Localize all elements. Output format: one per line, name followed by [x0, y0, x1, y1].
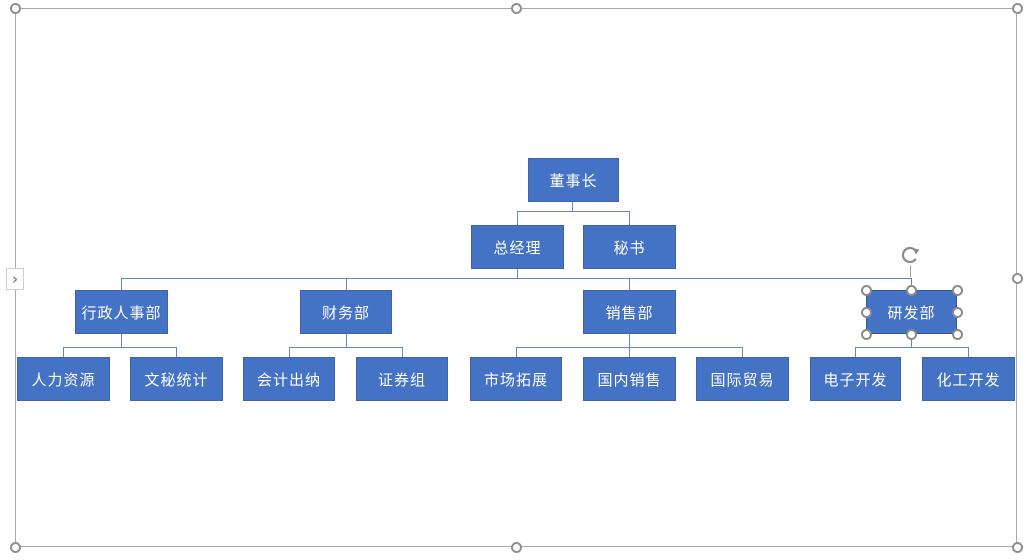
- selection-handle-top-middle[interactable]: [906, 284, 917, 296]
- connector-line: [911, 334, 912, 347]
- node-secretary[interactable]: 秘书: [583, 225, 676, 269]
- node-label: 证券组: [377, 370, 426, 389]
- chevron-right-icon: ›: [11, 270, 19, 288]
- connector-line: [121, 278, 911, 279]
- connector-line: [517, 211, 630, 212]
- resize-handle-top-right[interactable]: [1011, 2, 1023, 14]
- selection-handle-top-left[interactable]: [860, 284, 872, 296]
- connector-line: [402, 347, 403, 357]
- selection-handle-bottom-right[interactable]: [951, 328, 963, 340]
- resize-handle-middle-right[interactable]: [1011, 272, 1023, 284]
- connector-line: [516, 347, 517, 357]
- node-securities-group[interactable]: 证券组: [356, 357, 448, 401]
- node-label: 秘书: [613, 238, 646, 257]
- selection-handle-middle-left[interactable]: [860, 306, 872, 318]
- connector-line: [63, 347, 64, 357]
- resize-handle-top-middle[interactable]: [510, 2, 522, 14]
- node-label: 市场拓展: [483, 370, 548, 389]
- node-electronics-development[interactable]: 电子开发: [810, 357, 901, 401]
- connector-line: [517, 269, 518, 279]
- selection-handle-bottom-left[interactable]: [860, 328, 872, 340]
- node-label: 电子开发: [823, 370, 888, 389]
- connector-line: [629, 334, 630, 347]
- connector-line: [572, 202, 573, 212]
- node-international-trade[interactable]: 国际贸易: [696, 357, 789, 401]
- connector-line: [968, 347, 969, 357]
- node-finance-dept[interactable]: 财务部: [300, 290, 392, 334]
- selection-handle-bottom-middle[interactable]: [906, 328, 917, 340]
- resize-handle-top-left[interactable]: [9, 2, 21, 14]
- connector-line: [346, 334, 347, 347]
- text-pane-toggle-button[interactable]: ›: [6, 268, 24, 290]
- connector-line: [289, 347, 290, 357]
- node-chairman[interactable]: 董事长: [528, 158, 619, 202]
- node-admin-hr-dept[interactable]: 行政人事部: [75, 290, 168, 334]
- node-label: 行政人事部: [81, 303, 162, 322]
- connector-line: [346, 278, 347, 290]
- resize-handle-bottom-left[interactable]: [9, 541, 21, 553]
- node-rnd-dept[interactable]: 研发部: [866, 290, 957, 334]
- selection-handle-top-right[interactable]: [951, 284, 963, 296]
- node-label: 财务部: [321, 303, 370, 322]
- connector-line: [121, 334, 122, 347]
- connector-line: [176, 347, 177, 357]
- selection-handle-middle-right[interactable]: [951, 306, 963, 318]
- node-domestic-sales[interactable]: 国内销售: [583, 357, 676, 401]
- node-accounting-cashier[interactable]: 会计出纳: [243, 357, 335, 401]
- connector-line: [629, 347, 630, 357]
- node-label: 化工开发: [936, 370, 1001, 389]
- connector-line: [63, 347, 177, 348]
- node-human-resources[interactable]: 人力资源: [17, 357, 110, 401]
- node-label: 研发部: [887, 303, 936, 322]
- node-label: 国内销售: [597, 370, 662, 389]
- node-label: 董事长: [549, 171, 598, 190]
- node-label: 销售部: [605, 303, 654, 322]
- node-label: 会计出纳: [256, 370, 321, 389]
- connector-line: [517, 211, 518, 225]
- node-general-manager[interactable]: 总经理: [471, 225, 564, 269]
- node-label: 总经理: [493, 238, 542, 257]
- connector-line: [121, 278, 122, 290]
- connector-line: [629, 278, 630, 290]
- node-market-expansion[interactable]: 市场拓展: [470, 357, 562, 401]
- node-sales-dept[interactable]: 销售部: [583, 290, 676, 334]
- connector-line: [289, 347, 402, 348]
- node-chemical-development[interactable]: 化工开发: [922, 357, 1015, 401]
- node-label: 文秘统计: [144, 370, 209, 389]
- node-label: 国际贸易: [710, 370, 775, 389]
- connector-line: [855, 347, 856, 357]
- rotate-handle-stem: [910, 265, 911, 277]
- rotate-handle-icon[interactable]: [900, 244, 922, 268]
- connector-line: [855, 347, 968, 348]
- node-secretarial-statistics[interactable]: 文秘统计: [130, 357, 223, 401]
- resize-handle-bottom-right[interactable]: [1011, 541, 1023, 553]
- resize-handle-bottom-middle[interactable]: [510, 541, 522, 553]
- connector-line: [742, 347, 743, 357]
- connector-line: [911, 278, 912, 290]
- connector-line: [629, 211, 630, 225]
- node-label: 人力资源: [31, 370, 96, 389]
